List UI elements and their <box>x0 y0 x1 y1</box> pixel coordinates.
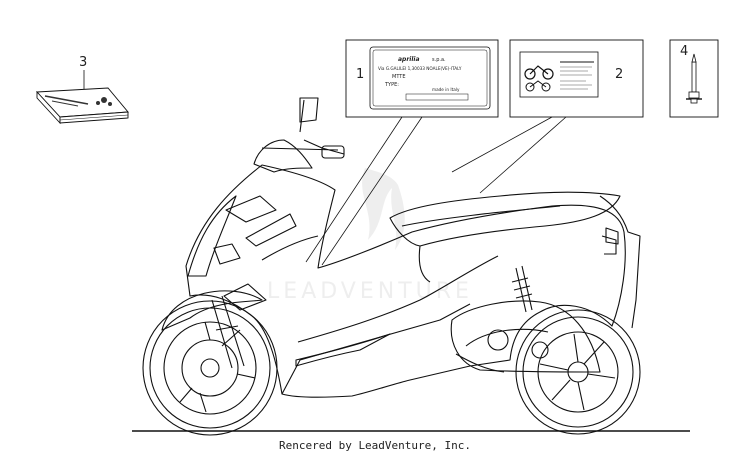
callout-2: 2 <box>615 67 623 82</box>
rear-wheel <box>515 309 641 435</box>
credit-text: Rencered by LeadVenture, Inc. <box>278 439 472 452</box>
callout-1: 1 <box>356 67 364 82</box>
id-plate-label <box>369 46 491 110</box>
part-1-id-plate: 1 aprilia s.p.a. Via G.GALILEI 1,30033 N… <box>345 39 499 118</box>
plate-type: TYPE: <box>384 82 399 88</box>
part-4-rivet: 4 <box>669 39 719 118</box>
plate-made-in: made in Italy <box>432 87 460 92</box>
leader-lines <box>305 116 567 266</box>
front-wheel <box>142 300 278 436</box>
plate-company: s.p.a. <box>432 57 446 63</box>
plate-address: Via G.GALILEI 1,30033 NOALE(VE)-ITALY <box>378 66 462 71</box>
watermark: LEADVENTURE <box>267 168 473 304</box>
part-3-manual: 3 <box>36 55 129 125</box>
callout-3: 3 <box>79 55 87 70</box>
part-2-decal: 2 <box>509 39 644 118</box>
plate-mtte: MTTE <box>392 74 406 80</box>
watermark-text: LEADVENTURE <box>267 279 473 304</box>
scooter-illustration <box>142 97 641 436</box>
plate-brand: aprilia <box>398 56 420 63</box>
callout-4: 4 <box>680 44 688 59</box>
